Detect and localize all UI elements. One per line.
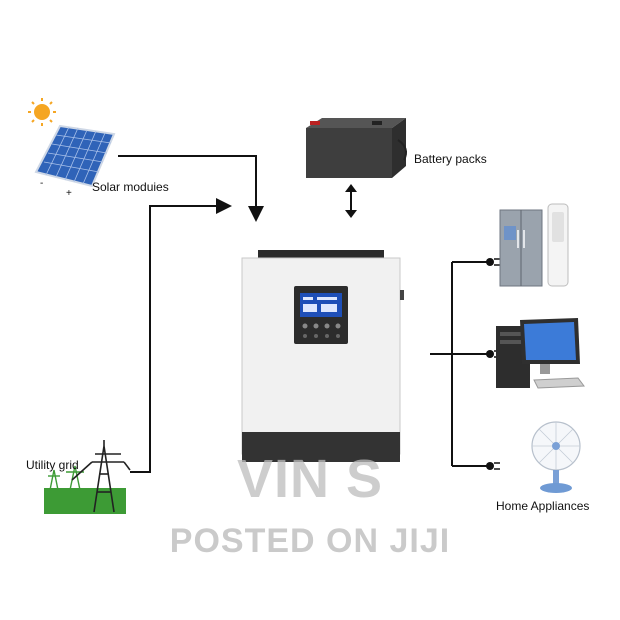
svg-text:+: + [66,188,72,199]
home-appliances-label: Home Appliances [496,499,590,513]
computer-icon [496,318,585,389]
air-conditioner-icon [547,203,569,287]
connection-lines [118,155,488,473]
solar-panel-icon: - + [34,124,116,199]
solar-modules-label: Solar moduies [92,180,169,194]
sun-icon [28,98,56,126]
watermark-name: VIN S [236,449,384,509]
utility-grid-icon [44,440,131,514]
battery-double-arrow [345,184,357,218]
plug-icon [486,258,500,266]
watermark-posted: POSTED ON JIJI [169,522,451,560]
utility-grid-label: Utility grid [26,458,79,472]
battery-icon [306,118,407,178]
plug-icon [486,462,500,470]
svg-text:-: - [40,178,43,189]
refrigerator-icon [499,209,543,287]
battery-packs-label: Battery packs [414,152,487,166]
fan-icon [531,421,581,493]
inverter-display [294,286,348,344]
inverter-unit [241,250,404,462]
